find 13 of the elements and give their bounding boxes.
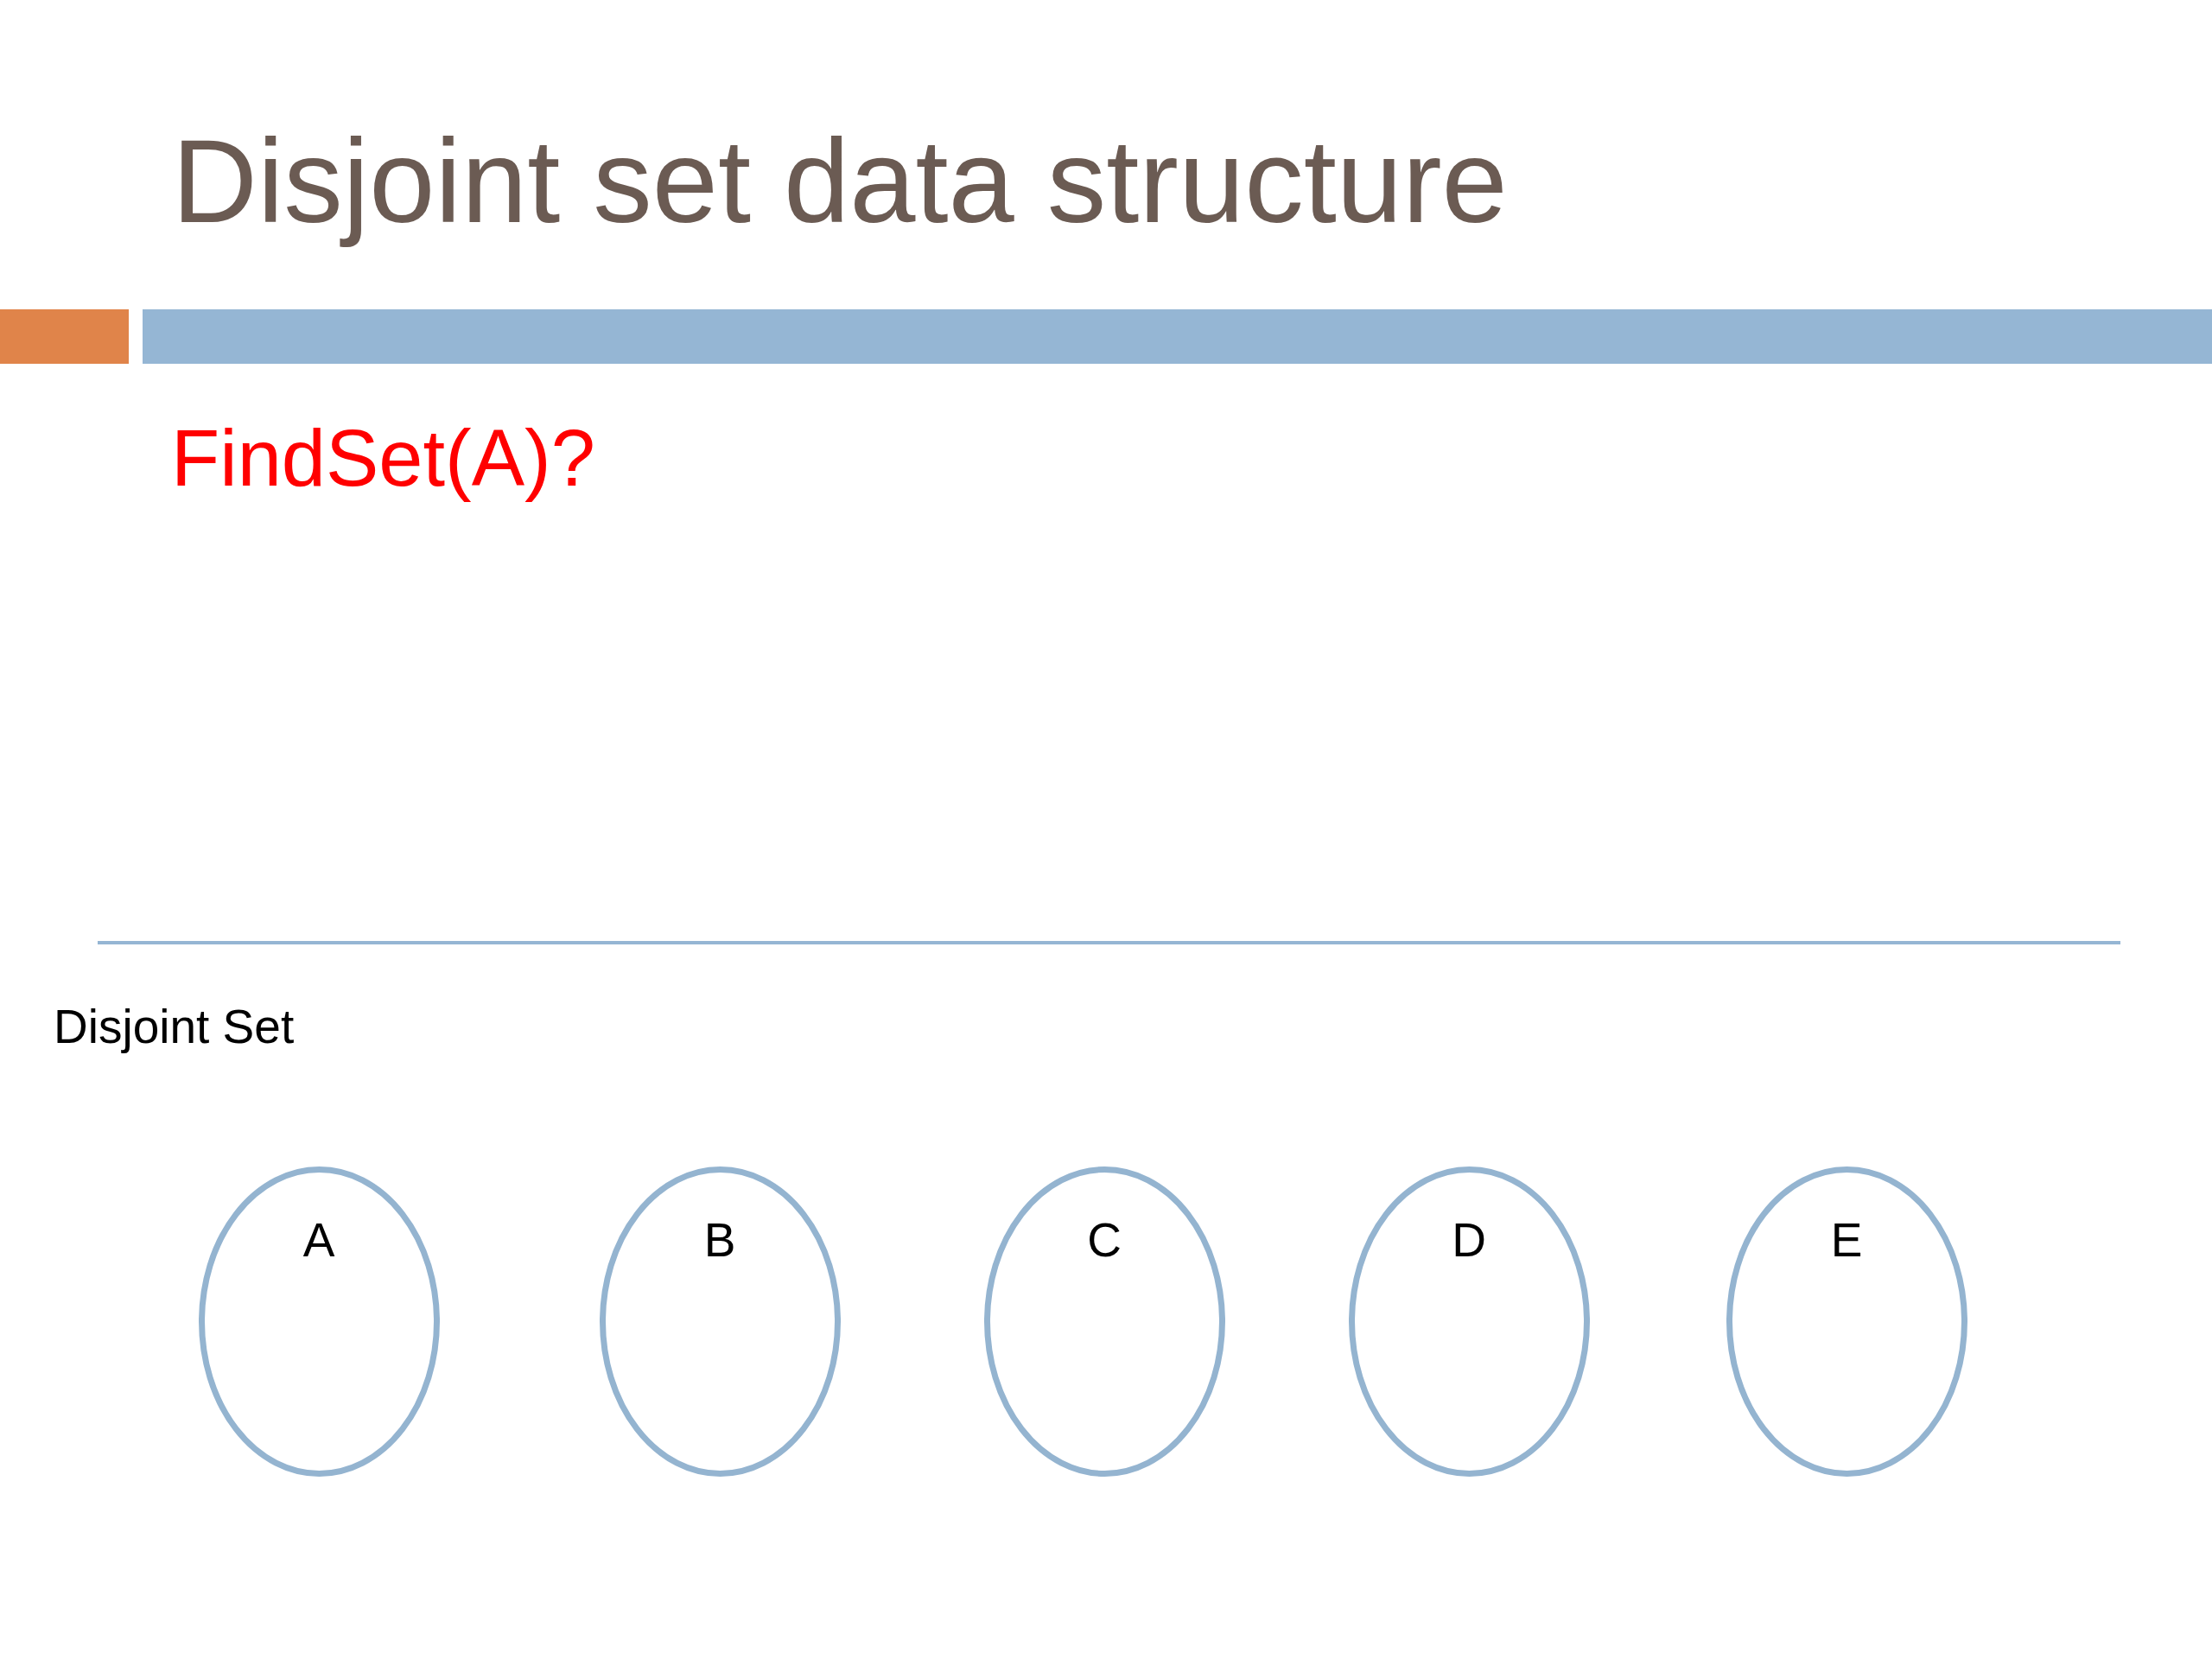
set-ellipse [1348, 1166, 1590, 1477]
section-label: Disjoint Set [53, 999, 296, 1055]
set-ellipse [599, 1166, 841, 1477]
set-ellipse [983, 1166, 1225, 1477]
set-ellipse [198, 1166, 440, 1477]
node-letter: E [1829, 1212, 1864, 1268]
set-ellipse [1726, 1166, 1967, 1477]
node-letter: C [1086, 1212, 1122, 1268]
node-letter: D [1451, 1212, 1487, 1268]
node-letter: A [302, 1212, 336, 1268]
slide-title: Disjoint set data structure [171, 114, 1509, 249]
question-text: FindSet(A)? [170, 413, 596, 504]
node-letter: B [702, 1212, 737, 1268]
